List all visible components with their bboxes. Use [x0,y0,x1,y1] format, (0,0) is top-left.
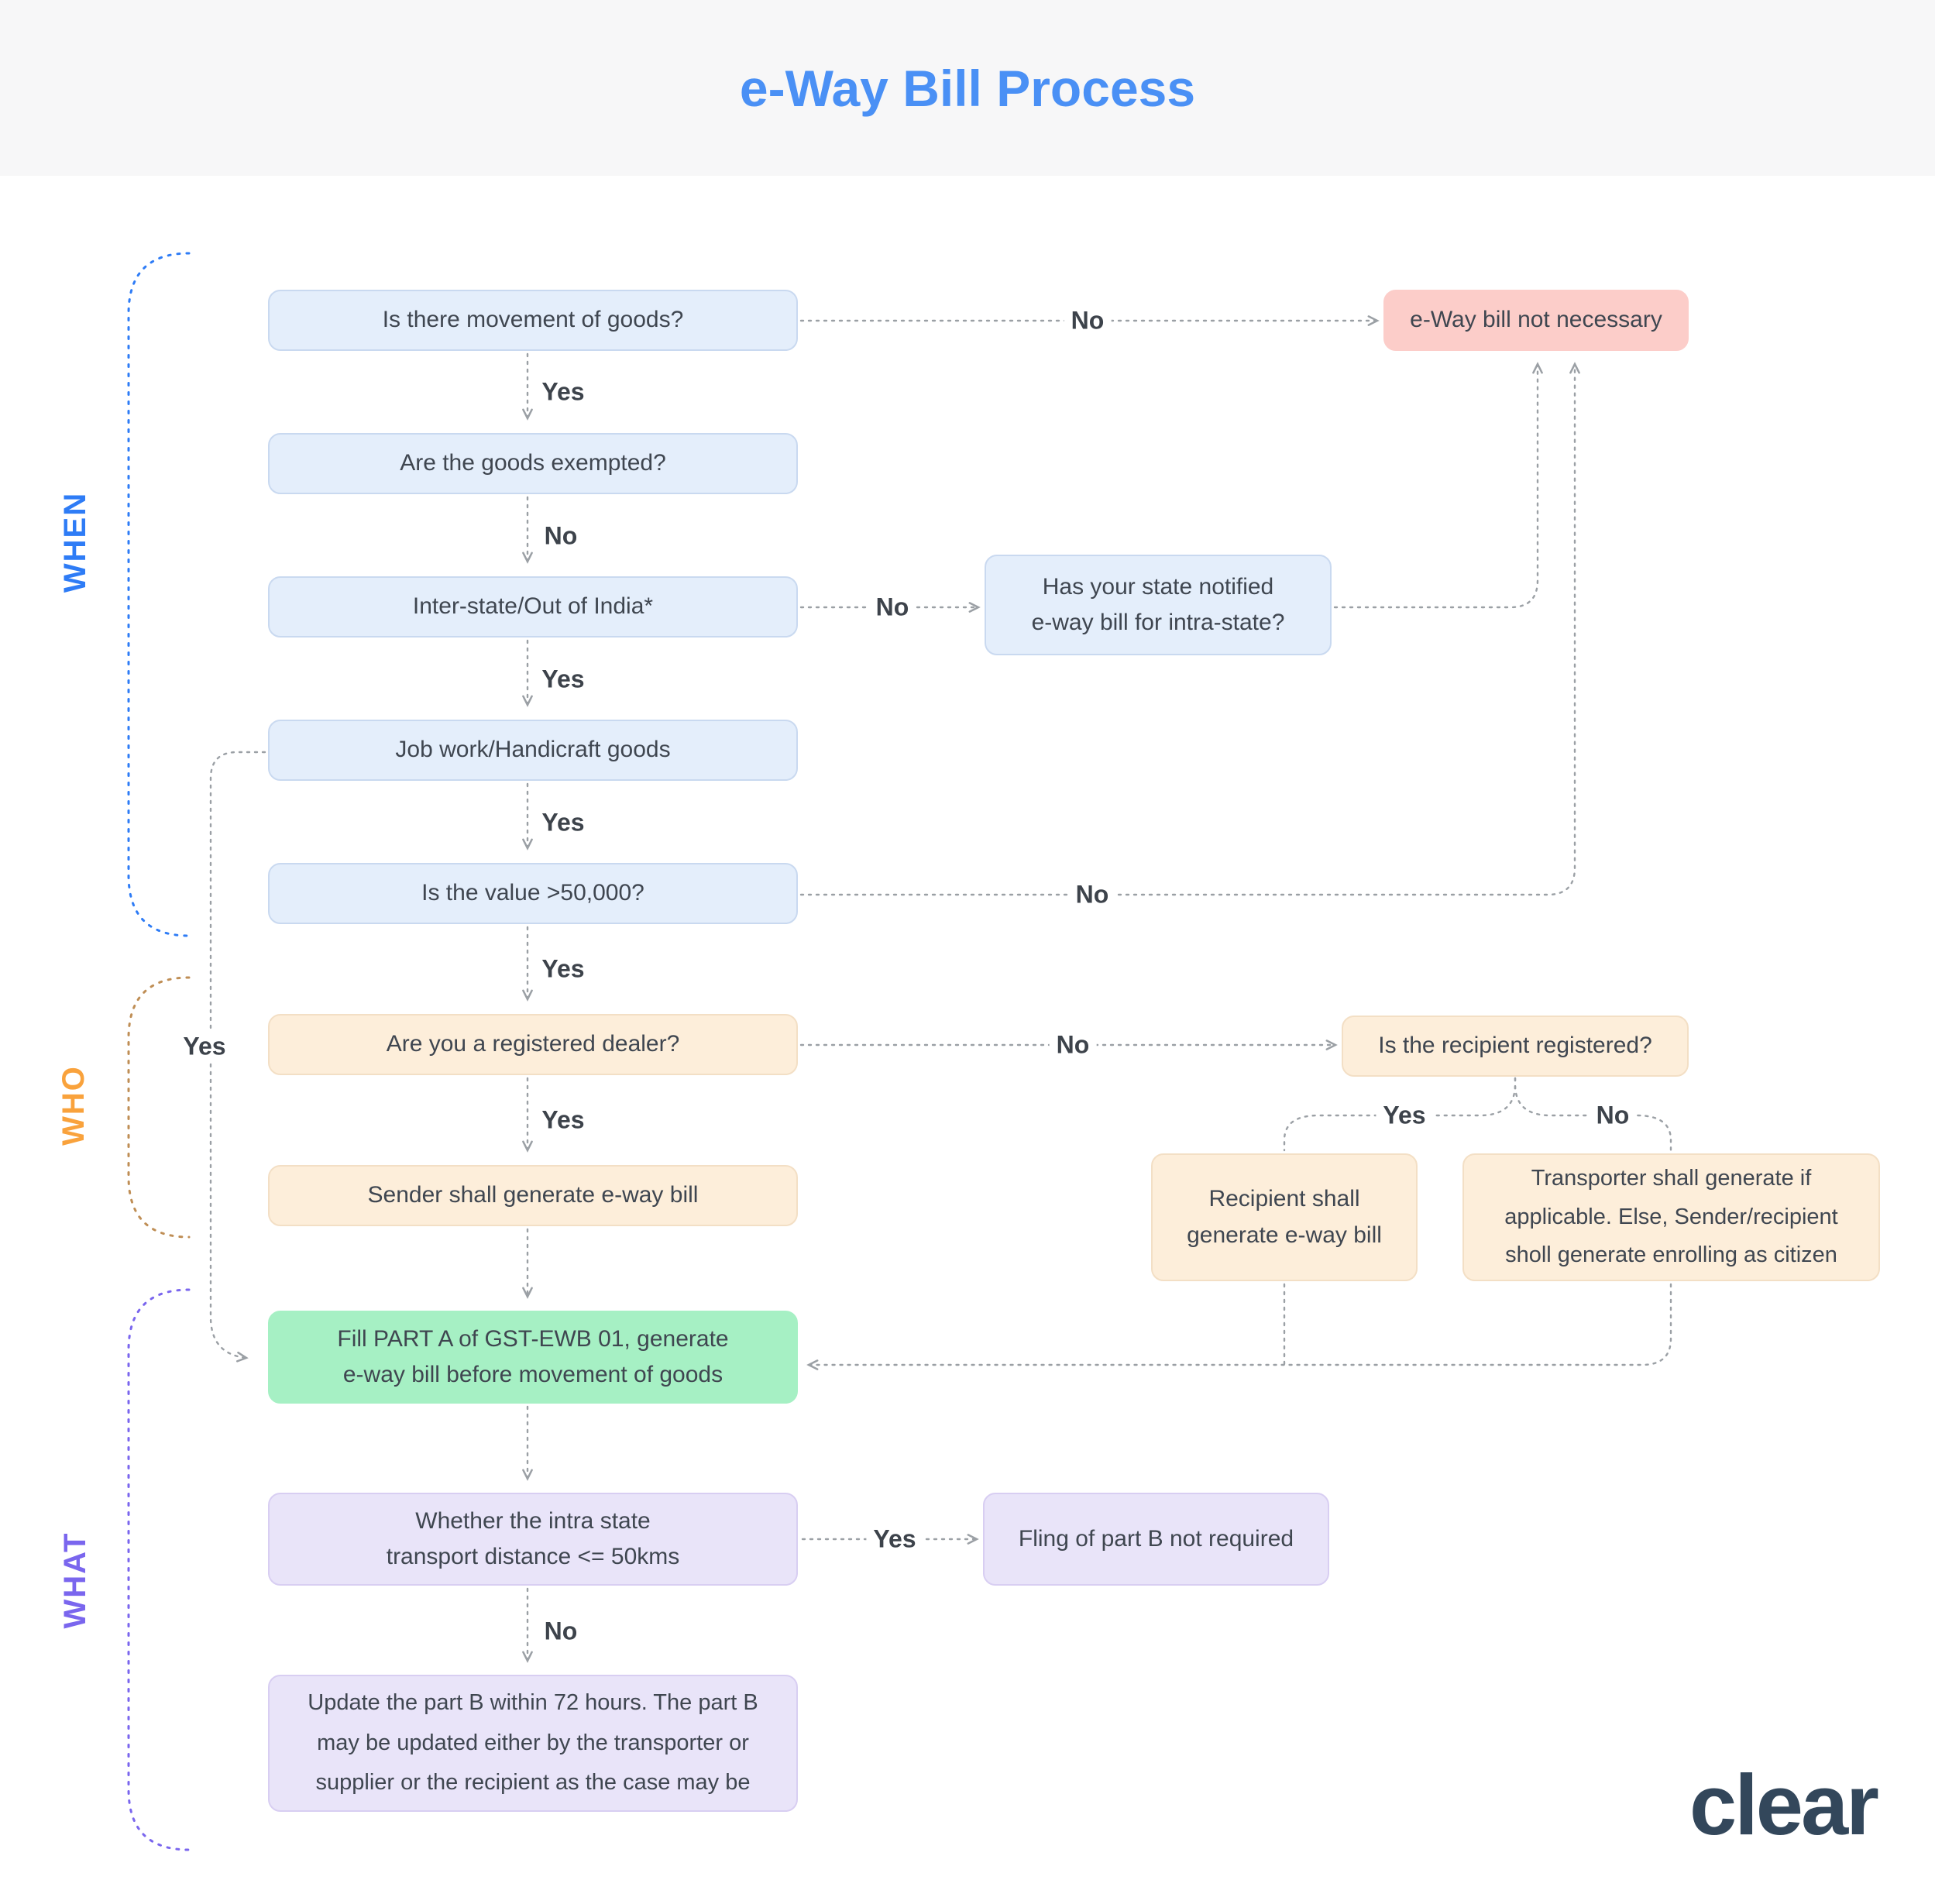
edge-label-no: No [537,520,585,552]
node-transporter-generates: Transporter shall generate if applicable… [1462,1153,1880,1281]
section-label-who: WHO [57,1065,91,1146]
edge-label-yes: Yes [534,806,592,839]
arrow-jobwork-yes-fillparta [209,751,266,1363]
node-line: generate e-way bill [1187,1222,1382,1248]
node-line: Transporter shall generate if [1531,1165,1812,1191]
edge-label-no: No [1068,878,1116,911]
arrow-statenotified-notnecessary [1333,362,1543,609]
arrow-value-no-notnecessary [799,362,1580,896]
edge-label-yes: Yes [1376,1099,1433,1132]
when-bracket [127,252,191,937]
edge-label-no: No [1064,304,1112,337]
node-update-part-b: Update the part B within 72 hours. The p… [268,1675,798,1812]
who-bracket [127,976,191,1239]
node-value-threshold: Is the value >50,000? [268,863,798,924]
edge-label-no: No [1589,1099,1637,1132]
node-fill-part-a: Fill PART A of GST-EWB 01, generate e-wa… [268,1311,798,1404]
node-ewaybill-not-necessary: e-Way bill not necessary [1383,290,1689,351]
node-inter-state: Inter-state/Out of India* [268,576,798,638]
node-line: may be updated either by the transporter… [317,1730,749,1755]
node-job-work: Job work/Handicraft goods [268,720,798,781]
edge-label-no: No [1049,1029,1097,1061]
edge-label-yes: Yes [534,1104,592,1136]
node-recipient-generates: Recipient shall generate e-way bill [1151,1153,1418,1281]
page-title: e-Way Bill Process [739,59,1196,117]
node-goods-exempted: Are the goods exempted? [268,433,798,494]
node-line: supplier or the recipient as the case ma… [315,1770,751,1796]
node-line: Has your state notified [1042,573,1274,600]
node-recipient-registered: Is the recipient registered? [1342,1016,1689,1077]
node-movement-of-goods: Is there movement of goods? [268,290,798,351]
node-fling-part-b: Fling of part B not required [983,1493,1329,1586]
edge-label-yes: Yes [534,953,592,985]
node-line: Recipient shall [1208,1186,1360,1211]
edge-label-yes: Yes [534,663,592,696]
node-line: e-way bill for intra-state? [1031,610,1285,635]
edge-label-no: No [537,1615,585,1648]
what-bracket [127,1288,191,1851]
edge-label-yes: Yes [176,1030,233,1063]
edge-label-yes: Yes [866,1523,923,1555]
edge-label-no: No [868,591,916,624]
edge-label-yes: Yes [534,376,592,408]
node-transport-distance: Whether the intra state transport distan… [268,1493,798,1586]
section-label-what: WHAT [58,1531,92,1629]
page-header: e-Way Bill Process [0,0,1935,176]
node-line: Whether the intra state [415,1507,651,1534]
node-state-notified: Has your state notified e-way bill for i… [985,555,1332,655]
node-line: sholl generate enrolling as citizen [1505,1242,1837,1268]
node-line: e-way bill before movement of goods [342,1362,723,1387]
node-line: applicable. Else, Sender/recipient [1504,1204,1838,1229]
section-label-when: WHEN [58,491,92,593]
node-line: Update the part B within 72 hours. The p… [308,1690,758,1716]
clear-logo: clear [1689,1757,1879,1853]
arrow-merge-fillparta [806,1283,1672,1370]
node-line: transport distance <= 50kms [386,1544,680,1569]
node-sender-generates: Sender shall generate e-way bill [268,1165,798,1226]
node-registered-dealer: Are you a registered dealer? [268,1014,798,1075]
node-line: Fill PART A of GST-EWB 01, generate [337,1325,729,1352]
